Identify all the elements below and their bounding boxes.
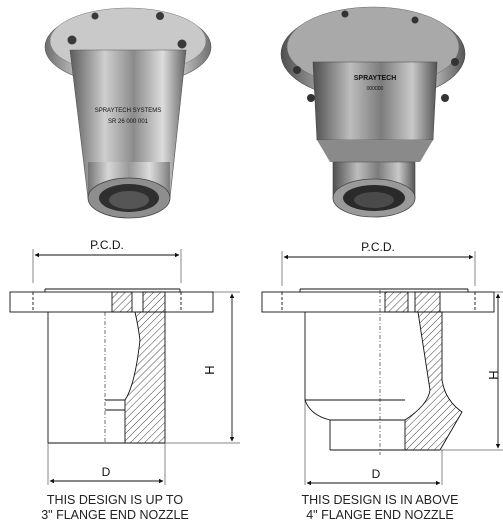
bolt-hole <box>67 35 77 45</box>
left-nozzle-photo: SPRAYTECH SYSTEMS SR 26 000 001 <box>44 7 212 219</box>
left-engraving-line2: SR 26 000 001 <box>108 119 149 125</box>
right-engraving-line2: 000000 <box>367 86 384 92</box>
right-engraving-line1: SPRAYTECH <box>354 75 397 82</box>
left-section-drawing <box>9 249 240 485</box>
left-caption: THIS DESIGN IS UP TO 3" FLANGE END NOZZL… <box>0 493 230 523</box>
left-caption-line2: 3" FLANGE END NOZZLE <box>41 508 189 522</box>
bolt-hole <box>307 94 315 102</box>
left-diameter-label: D <box>102 465 111 479</box>
bolt-hole <box>411 16 419 24</box>
right-diameter-label: D <box>372 467 381 481</box>
bolt-hole <box>451 58 459 66</box>
left-caption-line1: THIS DESIGN IS UP TO <box>46 493 184 507</box>
bolt-hole <box>177 39 187 49</box>
left-height-label: H <box>202 365 217 374</box>
right-caption-line2: 4" FLANGE END NOZZLE <box>306 508 454 522</box>
left-pcd-label: P.C.D. <box>90 238 124 252</box>
right-height-label: H <box>486 370 501 379</box>
right-caption-line1: THIS DESIGN IS IN ABOVE <box>301 493 459 507</box>
right-section-drawing <box>261 251 503 485</box>
bolt-hole <box>293 66 301 74</box>
right-nozzle-photo: SPRAYTECH 000000 <box>280 6 466 218</box>
bolt-hole <box>341 10 349 18</box>
technical-drawings: P.C.D. H D P.C.D. H D <box>9 238 503 485</box>
bolt-hole <box>156 12 164 20</box>
right-pcd-label: P.C.D. <box>361 240 395 254</box>
bolt-hole <box>91 12 99 20</box>
bolt-hole <box>441 94 449 102</box>
right-caption: THIS DESIGN IS IN ABOVE 4" FLANGE END NO… <box>265 493 495 523</box>
left-engraving-line1: SPRAYTECH SYSTEMS <box>95 108 162 114</box>
